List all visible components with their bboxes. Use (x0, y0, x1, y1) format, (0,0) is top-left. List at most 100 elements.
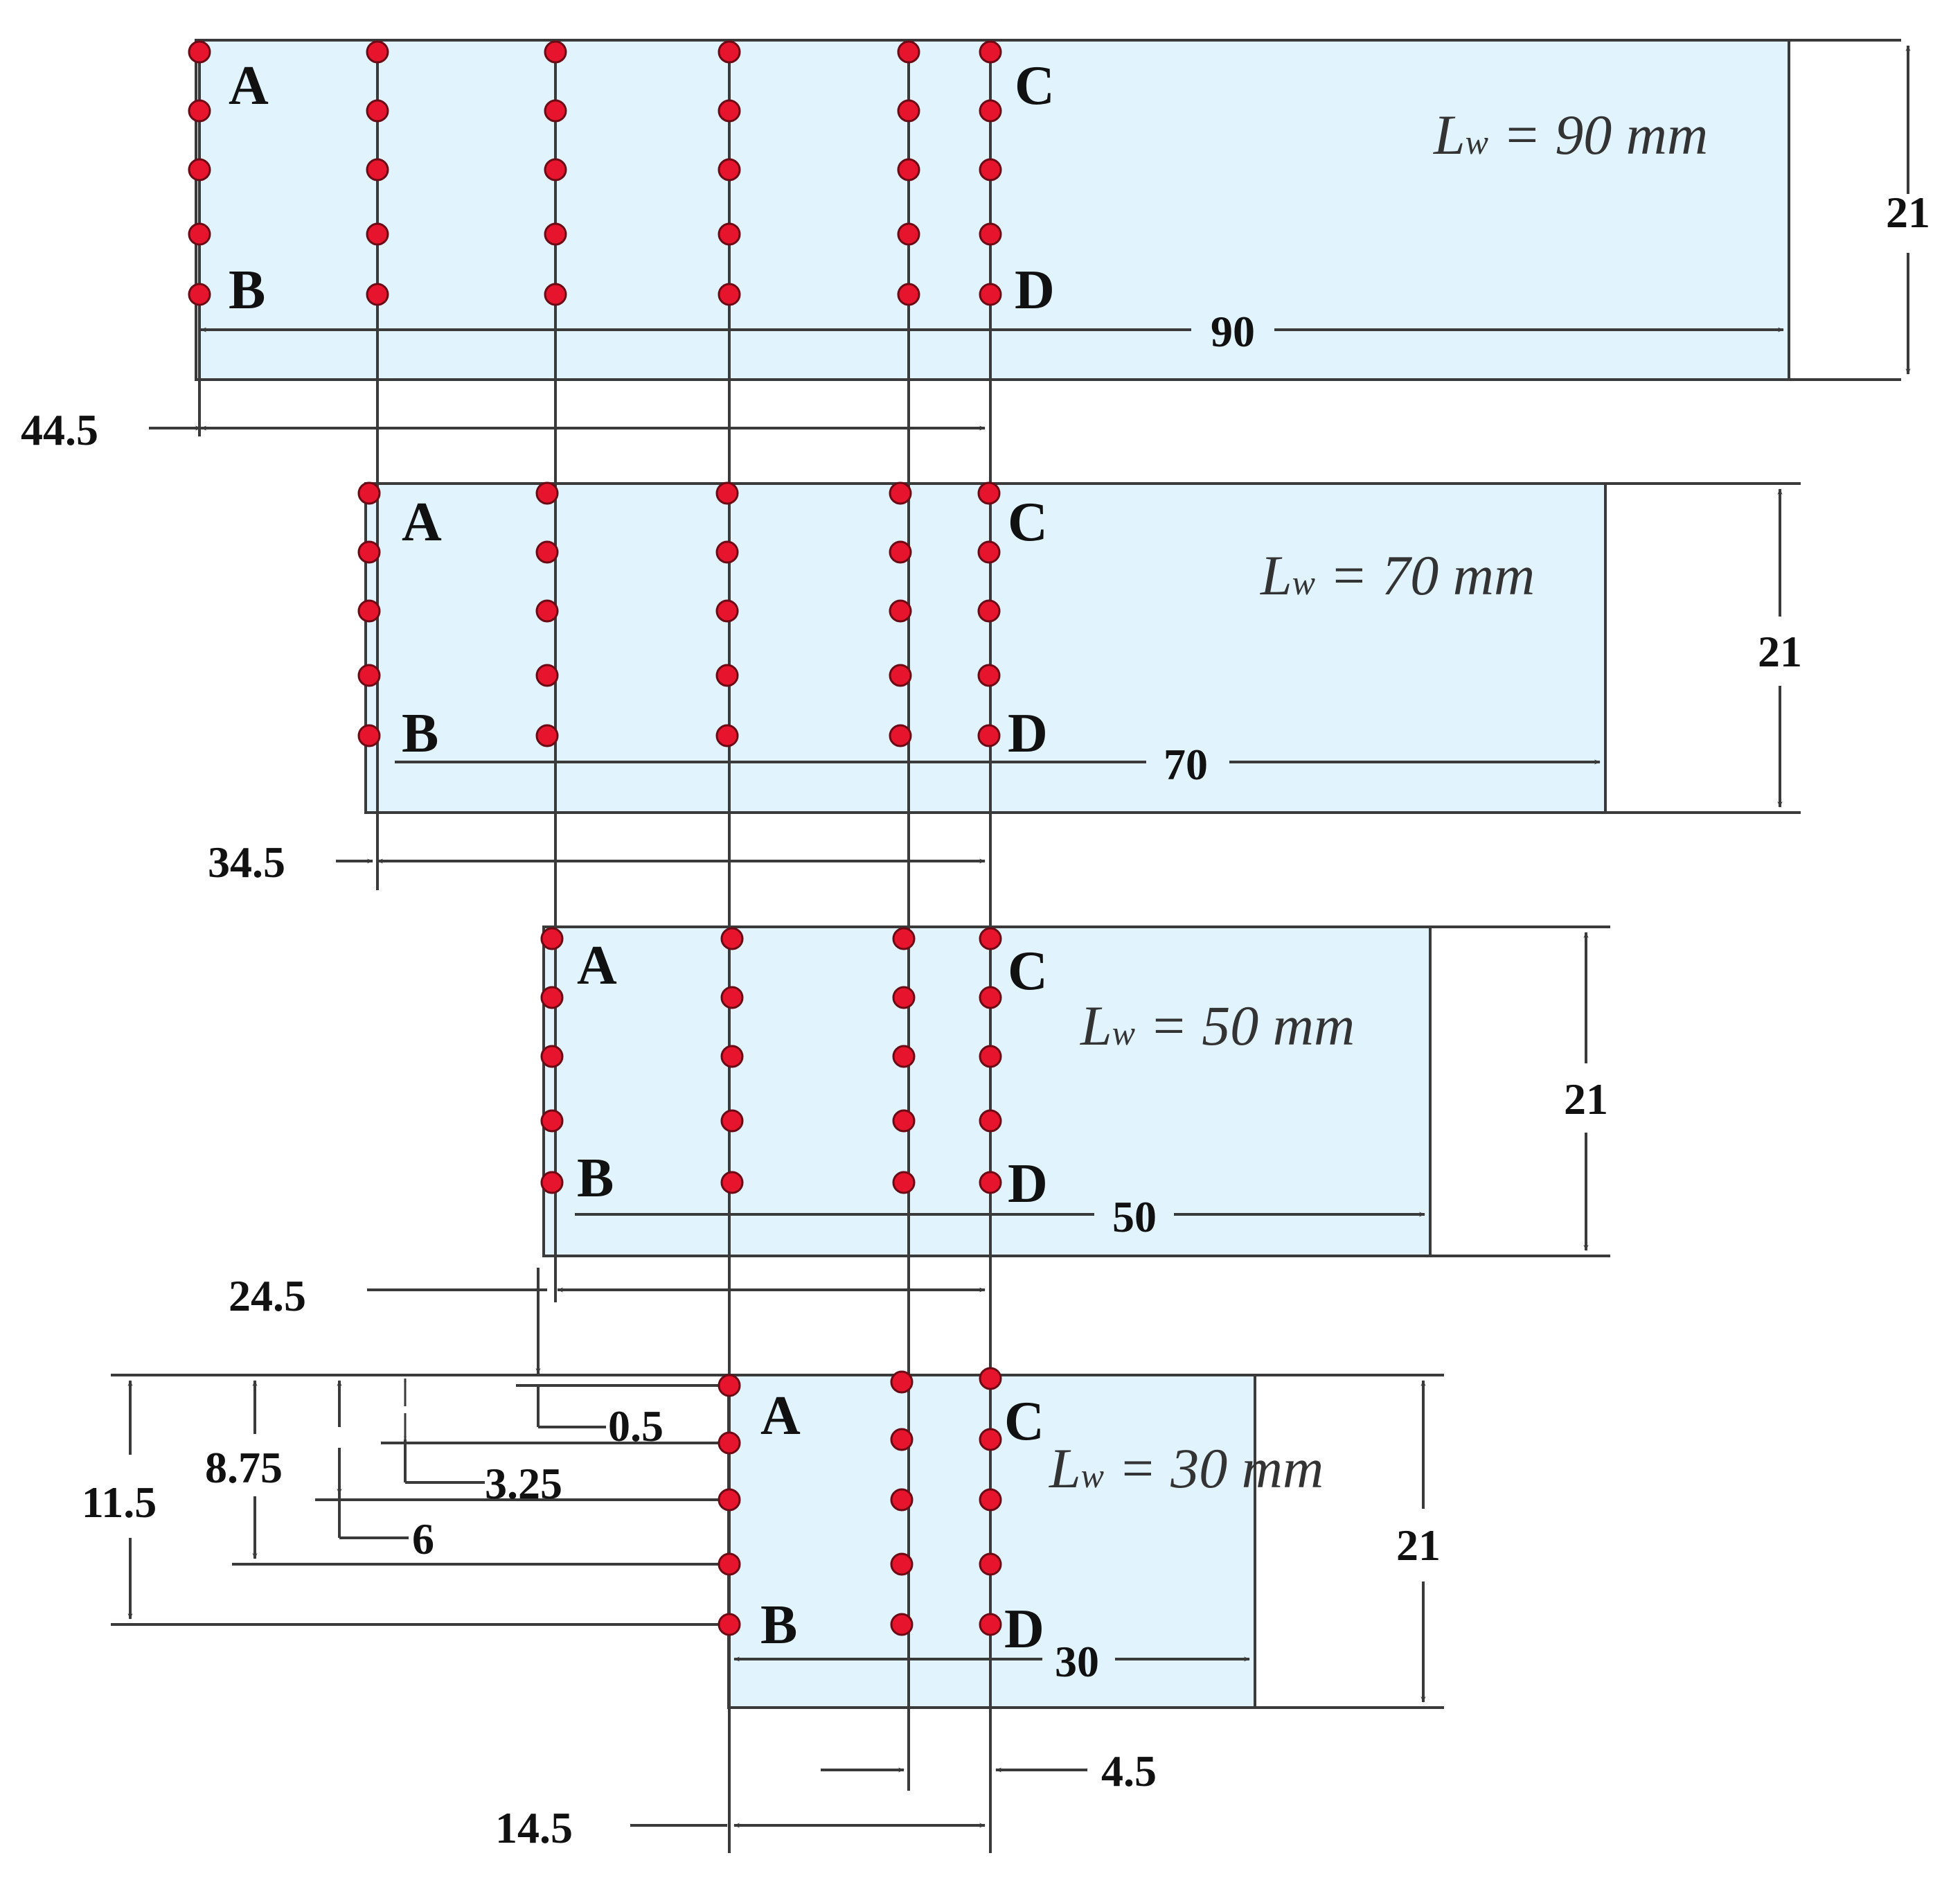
gauge-point (892, 1045, 916, 1068)
gauge-point (188, 99, 211, 123)
corner-label-c: C (1015, 55, 1055, 116)
length-dim-label: 50 (1112, 1192, 1157, 1241)
length-dim-label: 70 (1164, 740, 1208, 789)
gauge-point (540, 1109, 564, 1133)
corner-label-d: D (1015, 260, 1055, 321)
lw-value: = 90 mm (1488, 103, 1708, 166)
length-dim-label: 30 (1055, 1637, 1099, 1686)
gauge-point (897, 40, 920, 64)
gauge-point (979, 158, 1002, 181)
gauge-point (718, 1431, 741, 1455)
gauge-point (979, 1367, 1002, 1390)
gauge-point (357, 664, 381, 687)
gauge-point (718, 1613, 741, 1636)
gauge-point (979, 1171, 1002, 1194)
lw-label: Lw = 50 mm (1080, 994, 1355, 1057)
offset-dim-label: 24.5 (229, 1271, 306, 1320)
gauge-point (535, 664, 559, 687)
offset-dim-label: 44.5 (21, 405, 98, 454)
gauge-point (979, 283, 1002, 306)
panel-lw70: 21 70 Lw = 70 mm A B C D 34.5 (208, 482, 1802, 887)
height-dim-label: 21 (1886, 188, 1930, 237)
top-offset-label: 0.5 (608, 1401, 663, 1451)
gauge-point (718, 1552, 741, 1576)
gauge-point (720, 1045, 744, 1068)
gauge-point (718, 1488, 741, 1512)
gauge-point (718, 40, 741, 64)
gauge-point (715, 599, 739, 623)
lw-symbol: L (1049, 1437, 1081, 1500)
lw-label: Lw = 90 mm (1433, 103, 1708, 166)
specimen-rect (542, 925, 1432, 1257)
gauge-point (890, 1613, 914, 1636)
offset-dim-label: 34.5 (208, 838, 285, 887)
gauge-point (715, 540, 739, 564)
gauge-point (718, 158, 741, 181)
row3-dim-label: 6 (412, 1514, 434, 1563)
gauge-point (544, 99, 567, 123)
gauge-point (720, 1109, 744, 1133)
lw-subscript: w (1081, 1456, 1104, 1495)
gauge-point (889, 724, 912, 747)
gauge-point (715, 724, 739, 747)
lw-subscript: w (1112, 1013, 1135, 1052)
gauge-point (897, 99, 920, 123)
corner-label-b: B (402, 703, 438, 764)
height-dim-label: 21 (1564, 1074, 1608, 1124)
gauge-point (535, 724, 559, 747)
gauge-point (979, 99, 1002, 123)
panel-lw30: 21 30 Lw = 30 mm A B C D 4.5 14.5 0.5 (82, 1268, 1444, 1852)
gauge-point (897, 283, 920, 306)
gauge-point (544, 158, 567, 181)
length-dim-label: 90 (1211, 307, 1255, 356)
lw-value: = 50 mm (1135, 994, 1355, 1057)
gauge-point (890, 1370, 914, 1394)
gauge-point (977, 724, 1001, 747)
gauge-point (715, 481, 739, 505)
lw-value: = 70 mm (1315, 544, 1535, 607)
gauge-point (890, 1488, 914, 1512)
panel-lw90: 21 90 Lw = 90 mm A B C D 44.5 (21, 39, 1930, 454)
corner-label-b: B (229, 260, 265, 321)
gauge-point (366, 222, 389, 246)
row5-dim-label: 11.5 (82, 1478, 157, 1527)
gauge-point (357, 724, 381, 747)
lw-subscript: w (1292, 563, 1315, 602)
gauge-point (715, 664, 739, 687)
gauge-point (720, 927, 744, 950)
lw-label: Lw = 70 mm (1260, 544, 1535, 607)
corner-label-d: D (1008, 1153, 1048, 1214)
corner-label-b: B (577, 1148, 614, 1209)
gauge-point (890, 1428, 914, 1451)
gauge-point (540, 1171, 564, 1194)
gauge-points (188, 40, 1002, 1636)
gauge-point (544, 222, 567, 246)
gauge-point (540, 986, 564, 1009)
gauge-point (889, 599, 912, 623)
gauge-point (977, 664, 1001, 687)
gauge-point (979, 1428, 1002, 1451)
gauge-point (188, 40, 211, 64)
gauge-point (357, 540, 381, 564)
gauge-point (897, 158, 920, 181)
gauge-point (718, 1374, 741, 1397)
gauge-point (979, 1109, 1002, 1133)
specimen-rect (364, 482, 1607, 814)
lw-label: Lw = 30 mm (1049, 1437, 1324, 1500)
gauge-point (544, 283, 567, 306)
gauge-point (979, 986, 1002, 1009)
row4-dim-label: 8.75 (205, 1443, 283, 1492)
gauge-point (892, 1109, 916, 1133)
gauge-point (977, 481, 1001, 505)
panel-lw50: 21 50 Lw = 50 mm A B C D 24.5 (229, 925, 1610, 1320)
gauge-point (188, 158, 211, 181)
gauge-point (890, 1552, 914, 1576)
gauge-point (979, 1613, 1002, 1636)
offset-dim-label: 14.5 (495, 1803, 573, 1852)
gauge-point (535, 540, 559, 564)
corner-label-c: C (1008, 941, 1048, 1002)
gauge-point (897, 222, 920, 246)
gauge-point (979, 927, 1002, 950)
gauge-point (357, 481, 381, 505)
